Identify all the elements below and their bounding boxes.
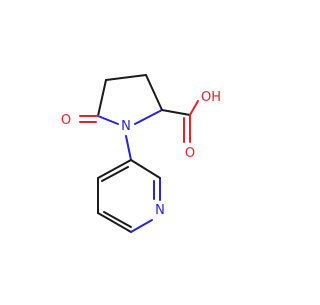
bond-py-c1-c2 xyxy=(97,159,132,179)
bond-c2-cacid xyxy=(161,109,191,116)
bond-py-c1-c2-inner xyxy=(101,166,129,182)
bond-n1-c5 xyxy=(97,115,119,125)
bond-c5-c4 xyxy=(97,79,107,117)
bond-py-c3-c4 xyxy=(97,212,132,233)
ketone-oxygen-label: O xyxy=(61,113,71,128)
bond-c2-n1 xyxy=(134,109,163,125)
bond-py-c4-n xyxy=(130,219,153,233)
bond-c4-c3 xyxy=(105,74,147,81)
ring-nitrogen-label: N xyxy=(121,119,131,134)
carbonyl-oxygen-label: O xyxy=(185,146,195,161)
pyridine-nitrogen-label: N xyxy=(155,203,165,218)
bond-py-c5-c1 xyxy=(130,159,161,179)
bond-layer xyxy=(79,74,199,233)
atom-label-layer: O N N OH O xyxy=(61,90,221,218)
structure-canvas: O N N OH O xyxy=(61,74,221,233)
bond-py-c3-c4-inner xyxy=(103,211,132,228)
bond-n1-cpy xyxy=(125,135,132,161)
bond-c3-c2 xyxy=(145,74,163,111)
molecule-diagram: O N N OH O xyxy=(61,74,221,233)
hydroxyl-label: OH xyxy=(201,90,221,105)
bond-cacid-oh xyxy=(189,100,199,116)
